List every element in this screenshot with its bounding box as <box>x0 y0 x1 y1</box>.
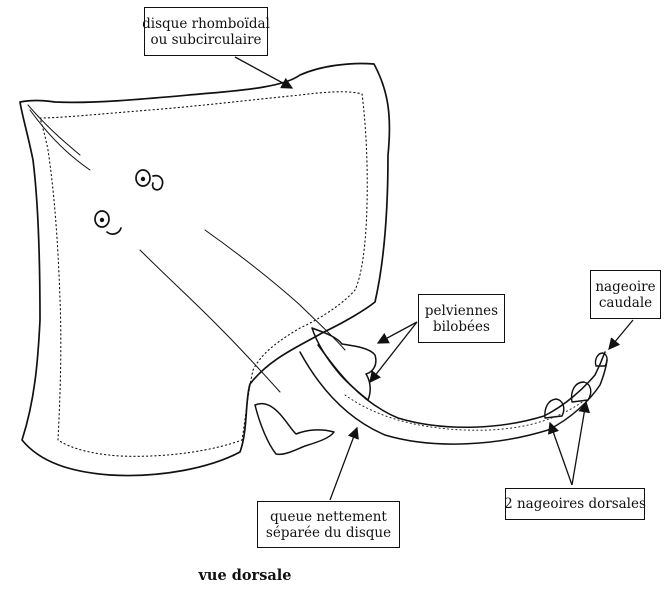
snout-ridge <box>28 105 90 170</box>
label-pelviennes: pelviennes bilobées <box>418 294 505 343</box>
label-dorsales-line1: 2 nageoires dorsales <box>504 496 646 512</box>
arrow-queue <box>330 428 357 500</box>
arrow-dorsale-1 <box>550 423 572 485</box>
pelvic-fin-left <box>255 404 334 455</box>
label-pelviennes-line1: pelviennes <box>425 303 498 319</box>
disc-inner-contour <box>40 92 367 457</box>
figure-caption: vue dorsale <box>0 567 490 584</box>
label-queue-line1: queue nettement <box>270 509 387 525</box>
label-caudale: nageoire caudale <box>590 270 661 319</box>
arrow-pelvienne-1 <box>378 322 417 343</box>
spiracle-lower <box>107 228 121 234</box>
spiracle-upper <box>153 176 163 190</box>
tail-lower-edge <box>300 352 607 444</box>
body-contour-left <box>140 250 280 392</box>
label-disque-line2: ou subcirculaire <box>150 32 261 48</box>
arrow-disque <box>235 57 292 88</box>
ray-disc-outline <box>20 63 389 475</box>
label-disque: disque rhomboïdal ou subcirculaire <box>144 7 268 56</box>
label-caudale-line1: nageoire <box>595 279 655 295</box>
dorsal-fin-first <box>545 399 564 418</box>
label-disque-line1: disque rhomboïdal <box>142 16 270 32</box>
label-queue: queue nettement séparée du disque <box>257 501 400 548</box>
label-caudale-line2: caudale <box>599 295 652 311</box>
arrow-pelvienne-2 <box>370 322 417 382</box>
pelvic-fin-right <box>312 328 376 400</box>
label-queue-line2: séparée du disque <box>266 525 391 541</box>
label-dorsales: 2 nageoires dorsales <box>505 488 645 520</box>
label-pelviennes-line2: bilobées <box>433 319 490 335</box>
eye-upper-pupil <box>141 177 145 181</box>
arrow-dorsale-2 <box>572 402 586 485</box>
eye-lower-pupil <box>100 218 104 222</box>
arrow-caudale <box>609 320 633 349</box>
dorsal-fin-second <box>572 382 591 402</box>
